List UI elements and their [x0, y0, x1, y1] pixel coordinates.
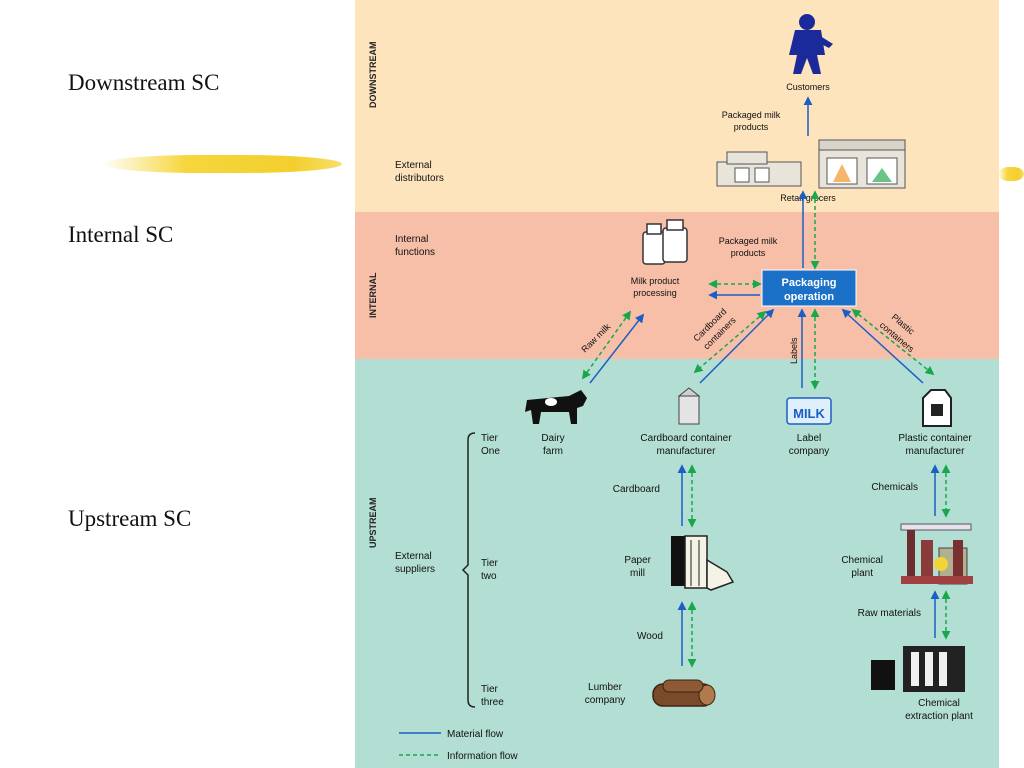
edge-label-packaged-milk-mid-1: Packaged milk: [719, 236, 778, 246]
info-flow-plastic-packaging: [851, 308, 935, 376]
node-label-company-2: company: [789, 446, 830, 457]
customer-icon: [789, 14, 833, 74]
cow-icon: [525, 390, 587, 424]
milk-label-text: MILK: [793, 406, 825, 421]
node-retail-grocers: Retail grocers: [780, 193, 836, 203]
yellow-brush-stroke-left: [102, 155, 342, 173]
band-title-internal: INTERNAL: [368, 272, 378, 318]
tier-one-2: One: [481, 446, 500, 457]
plastic-jug-icon: [922, 389, 952, 427]
node-plastic-mfr-1: Plastic container: [898, 433, 972, 444]
retail-grocers-icon: [716, 139, 906, 189]
info-flow-cardboard-packaging: [693, 310, 767, 374]
edge-label-chemicals: Chemicals: [871, 482, 918, 493]
node-cardboard-mfr-2: manufacturer: [657, 446, 717, 457]
node-internal-functions-2: functions: [395, 247, 435, 258]
edge-label-wood: Wood: [637, 631, 663, 642]
node-external-distributors-1: External: [395, 160, 432, 171]
label-upstream-sc: Upstream SC: [68, 506, 192, 531]
tier-two-1: Tier: [481, 558, 499, 569]
legend-information-flow: Information flow: [447, 751, 518, 762]
edge-label-raw-materials: Raw materials: [858, 608, 921, 619]
node-chemical-extraction-2: extraction plant: [905, 711, 973, 722]
node-external-distributors-2: distributors: [395, 173, 444, 184]
node-chemical-extraction-1: Chemical: [918, 698, 960, 709]
node-dairy-farm-2: farm: [543, 446, 563, 457]
packaging-operation-box: [761, 269, 857, 307]
node-paper-mill-2: mill: [630, 568, 645, 579]
node-milk-product-processing-2: processing: [633, 288, 677, 298]
node-chemical-plant-2: plant: [851, 568, 873, 579]
edge-label-labels: Labels: [789, 337, 799, 364]
chemical-plant-icon: [900, 523, 973, 585]
node-lumber-company-2: company: [585, 695, 626, 706]
edge-label-packaged-milk-mid-2: products: [731, 248, 766, 258]
band-title-downstream: DOWNSTREAM: [368, 42, 378, 109]
node-packaging-operation-2: operation: [784, 291, 834, 303]
node-dairy-farm-1: Dairy: [541, 433, 564, 444]
legend-material-flow: Material flow: [447, 729, 504, 740]
material-flow-farm-to-processing: [589, 313, 645, 384]
tier-two-2: two: [481, 571, 497, 582]
node-paper-mill-1: Paper: [624, 555, 651, 566]
node-label-company-1: Label: [797, 433, 821, 444]
yellow-brush-stroke-right: [998, 167, 1024, 181]
edge-label-cardboard: Cardboard: [613, 484, 660, 495]
node-milk-product-processing-1: Milk product: [631, 276, 680, 286]
edge-label-packaged-milk-top-2: products: [734, 122, 769, 132]
label-internal-sc: Internal SC: [68, 222, 174, 247]
tier-three-1: Tier: [481, 684, 499, 695]
chemical-extraction-plant-icon: [871, 646, 965, 692]
milk-label-icon: MILK: [786, 397, 832, 425]
node-customers: Customers: [786, 82, 830, 92]
node-cardboard-mfr-1: Cardboard container: [640, 433, 732, 444]
tier-one-1: Tier: [481, 433, 499, 444]
node-packaging-operation-1: Packaging: [781, 277, 836, 289]
node-external-suppliers-1: External: [395, 551, 432, 562]
node-internal-functions-1: Internal: [395, 234, 428, 245]
edge-label-packaged-milk-top-1: Packaged milk: [722, 110, 781, 120]
node-external-suppliers-2: suppliers: [395, 564, 435, 575]
label-downstream-sc: Downstream SC: [68, 70, 220, 95]
tier-bracket: [461, 432, 476, 708]
tier-three-2: three: [481, 697, 504, 708]
band-title-upstream: UPSTREAM: [368, 497, 378, 548]
cardboard-carton-icon: [677, 387, 701, 425]
node-chemical-plant-1: Chemical: [841, 555, 883, 566]
node-lumber-company-1: Lumber: [588, 682, 623, 693]
supply-chain-diagram: DOWNSTREAM INTERNAL UPSTREAM Customers P…: [355, 0, 999, 768]
paper-mill-icon: [671, 535, 735, 591]
milk-can-icon: [642, 219, 688, 265]
logs-icon: [652, 679, 716, 707]
node-plastic-mfr-2: manufacturer: [906, 446, 966, 457]
